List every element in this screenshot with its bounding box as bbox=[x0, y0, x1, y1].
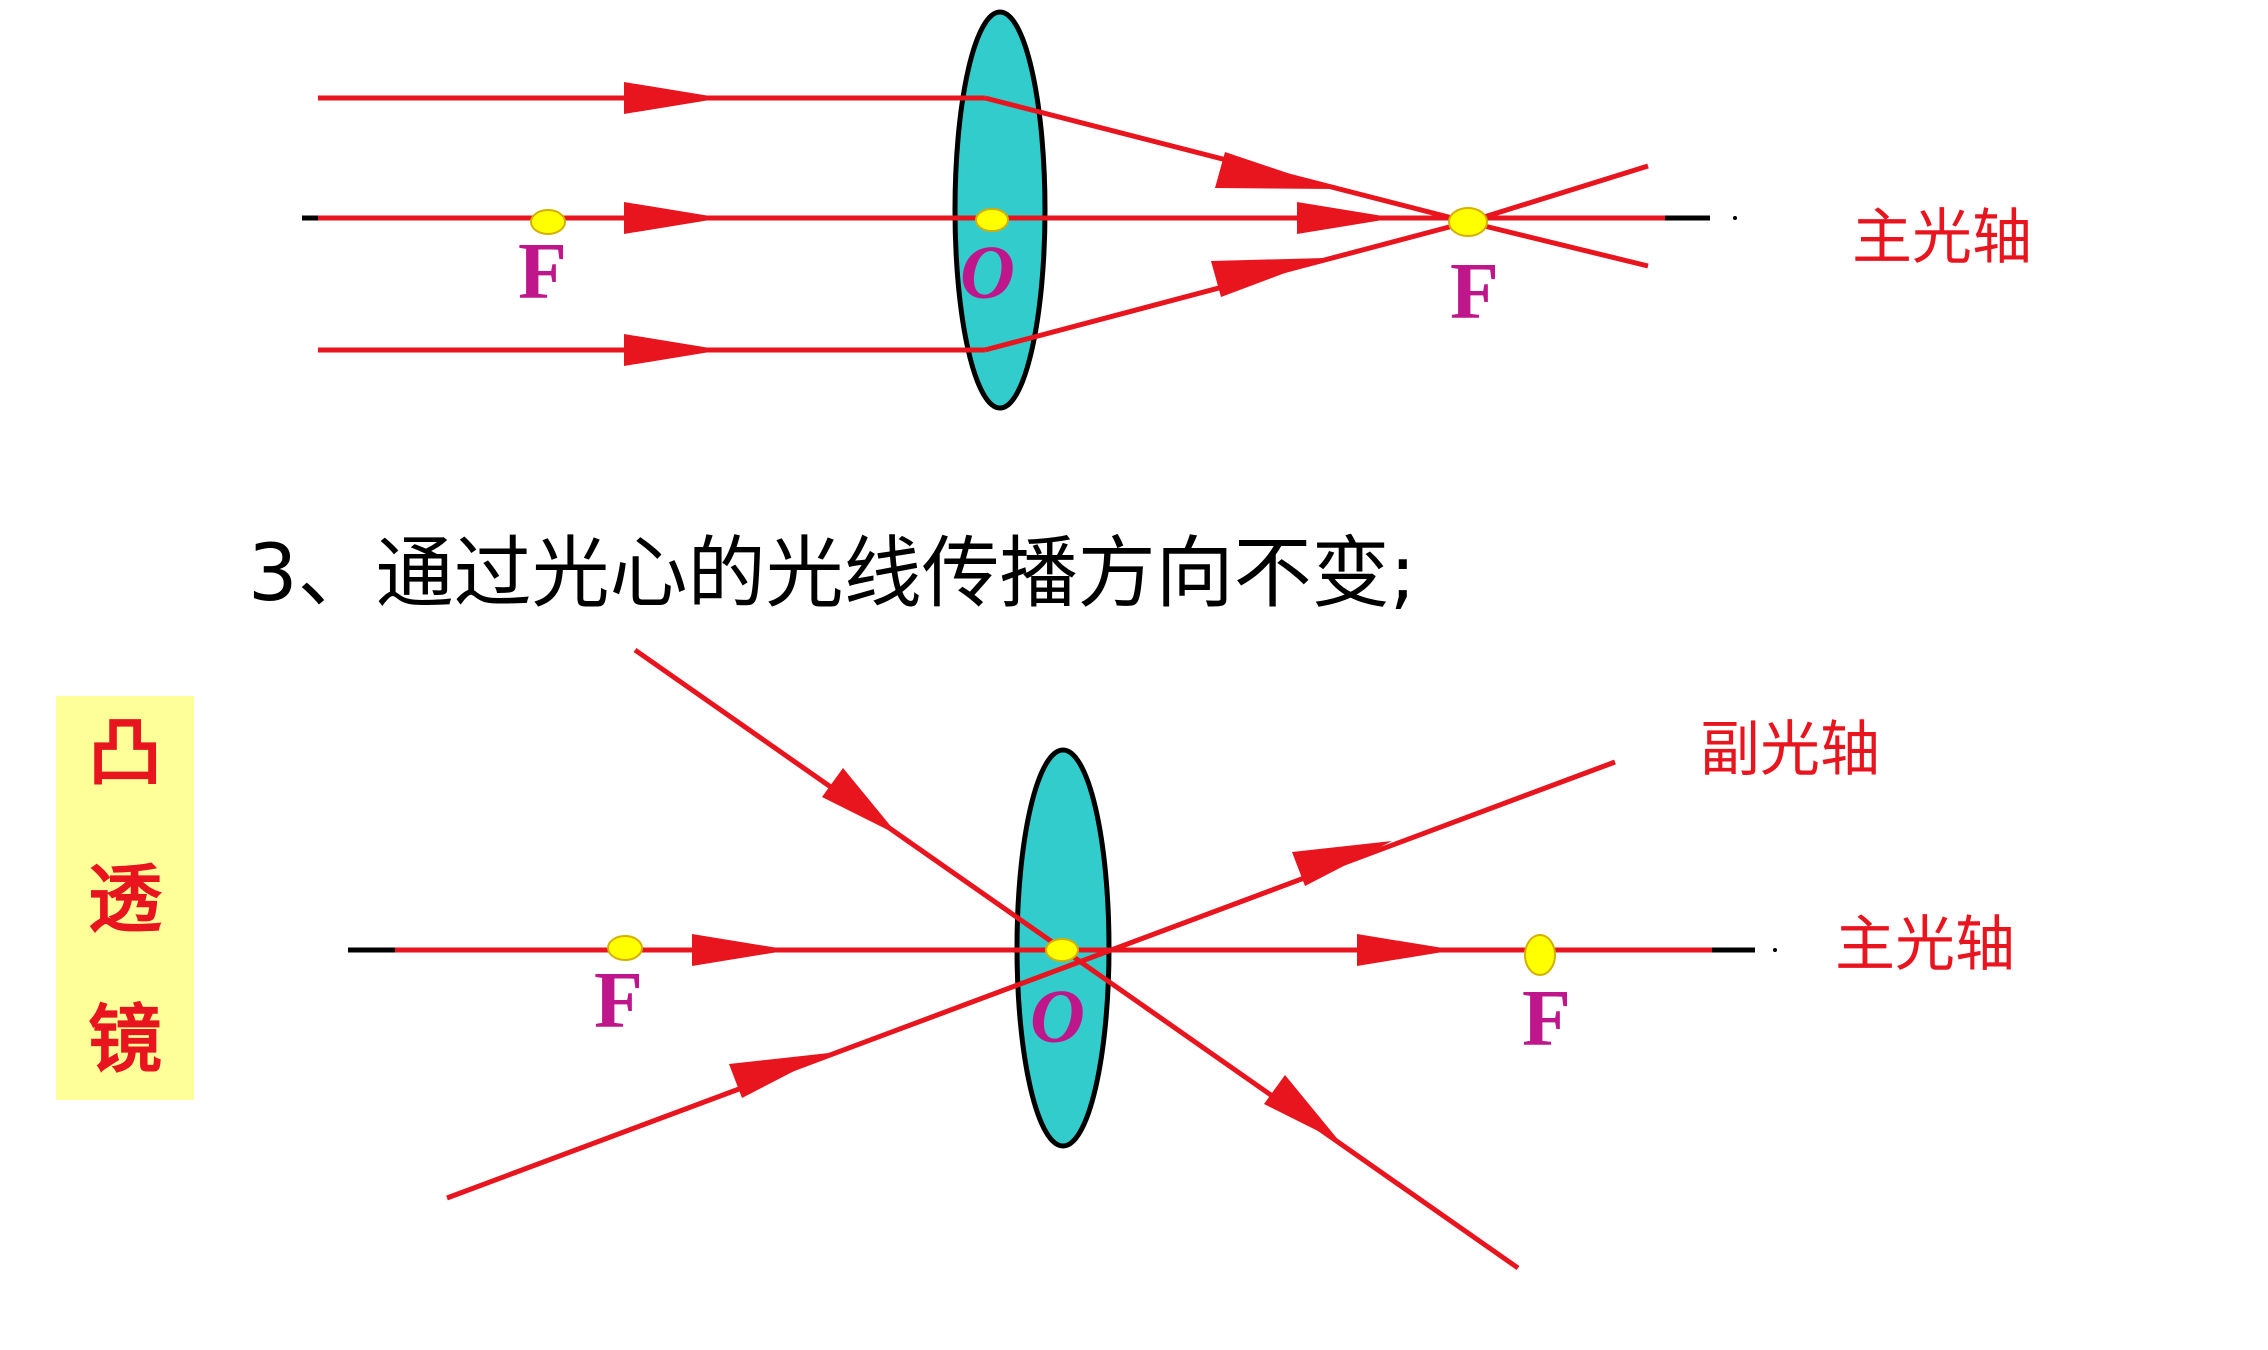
top-diagram: F O F 主光轴 bbox=[302, 9, 2032, 411]
top-focus-left-dot bbox=[530, 209, 566, 235]
arrow-icon bbox=[822, 768, 898, 835]
top-focus-right-dot bbox=[1448, 207, 1488, 237]
arrow-icon bbox=[624, 202, 722, 234]
arrow-icon bbox=[692, 934, 790, 966]
bottom-secondary-axis-label: 副光轴 bbox=[1700, 715, 1880, 785]
bottom-focus-left-label: F bbox=[594, 957, 643, 1045]
top-ray-upper-continued bbox=[1467, 219, 1649, 269]
bottom-ray-diagonal-down bbox=[633, 647, 1520, 1271]
arrow-icon bbox=[624, 334, 722, 366]
bottom-center-label: O bbox=[1030, 975, 1085, 1059]
arrow-icon bbox=[1264, 1075, 1340, 1142]
bottom-focus-left-dot bbox=[607, 935, 643, 961]
bottom-principal-axis-label: 主光轴 bbox=[1835, 910, 2015, 980]
bottom-focus-right-dot bbox=[1524, 934, 1556, 976]
bottom-center-dot bbox=[1045, 938, 1079, 962]
arrow-icon bbox=[1292, 841, 1392, 886]
bottom-ray-diagonal-up bbox=[446, 759, 1616, 1201]
top-ray-lower-continued bbox=[1467, 163, 1649, 225]
rule-heading: 3、通过光心的光线传播方向不变; bbox=[248, 529, 1416, 619]
bottom-principal-axis bbox=[348, 947, 1777, 953]
side-label-box: 凸 透 镜 bbox=[56, 696, 194, 1100]
top-center-dot bbox=[975, 208, 1009, 232]
top-principal-axis-label: 主光轴 bbox=[1852, 203, 2032, 273]
side-label-char-3: 镜 bbox=[88, 997, 162, 1083]
arrow-icon bbox=[1357, 934, 1455, 966]
arrow-icon bbox=[729, 1053, 829, 1098]
side-label-char-1: 凸 bbox=[88, 710, 162, 796]
bottom-diagram: F O F 副光轴 主光轴 bbox=[348, 647, 2015, 1271]
bottom-arrowheads bbox=[692, 768, 1455, 1142]
top-arrowheads bbox=[624, 82, 1395, 366]
top-focus-left-label: F bbox=[518, 228, 567, 316]
bottom-focus-right-label: F bbox=[1522, 975, 1571, 1063]
arrow-icon bbox=[1297, 202, 1395, 234]
arrow-icon bbox=[1215, 152, 1335, 189]
side-label-char-2: 透 bbox=[88, 857, 163, 943]
arrow-icon bbox=[1211, 258, 1325, 297]
top-center-label: O bbox=[960, 231, 1015, 315]
arrow-icon bbox=[624, 82, 722, 114]
top-focus-right-label: F bbox=[1450, 248, 1499, 336]
